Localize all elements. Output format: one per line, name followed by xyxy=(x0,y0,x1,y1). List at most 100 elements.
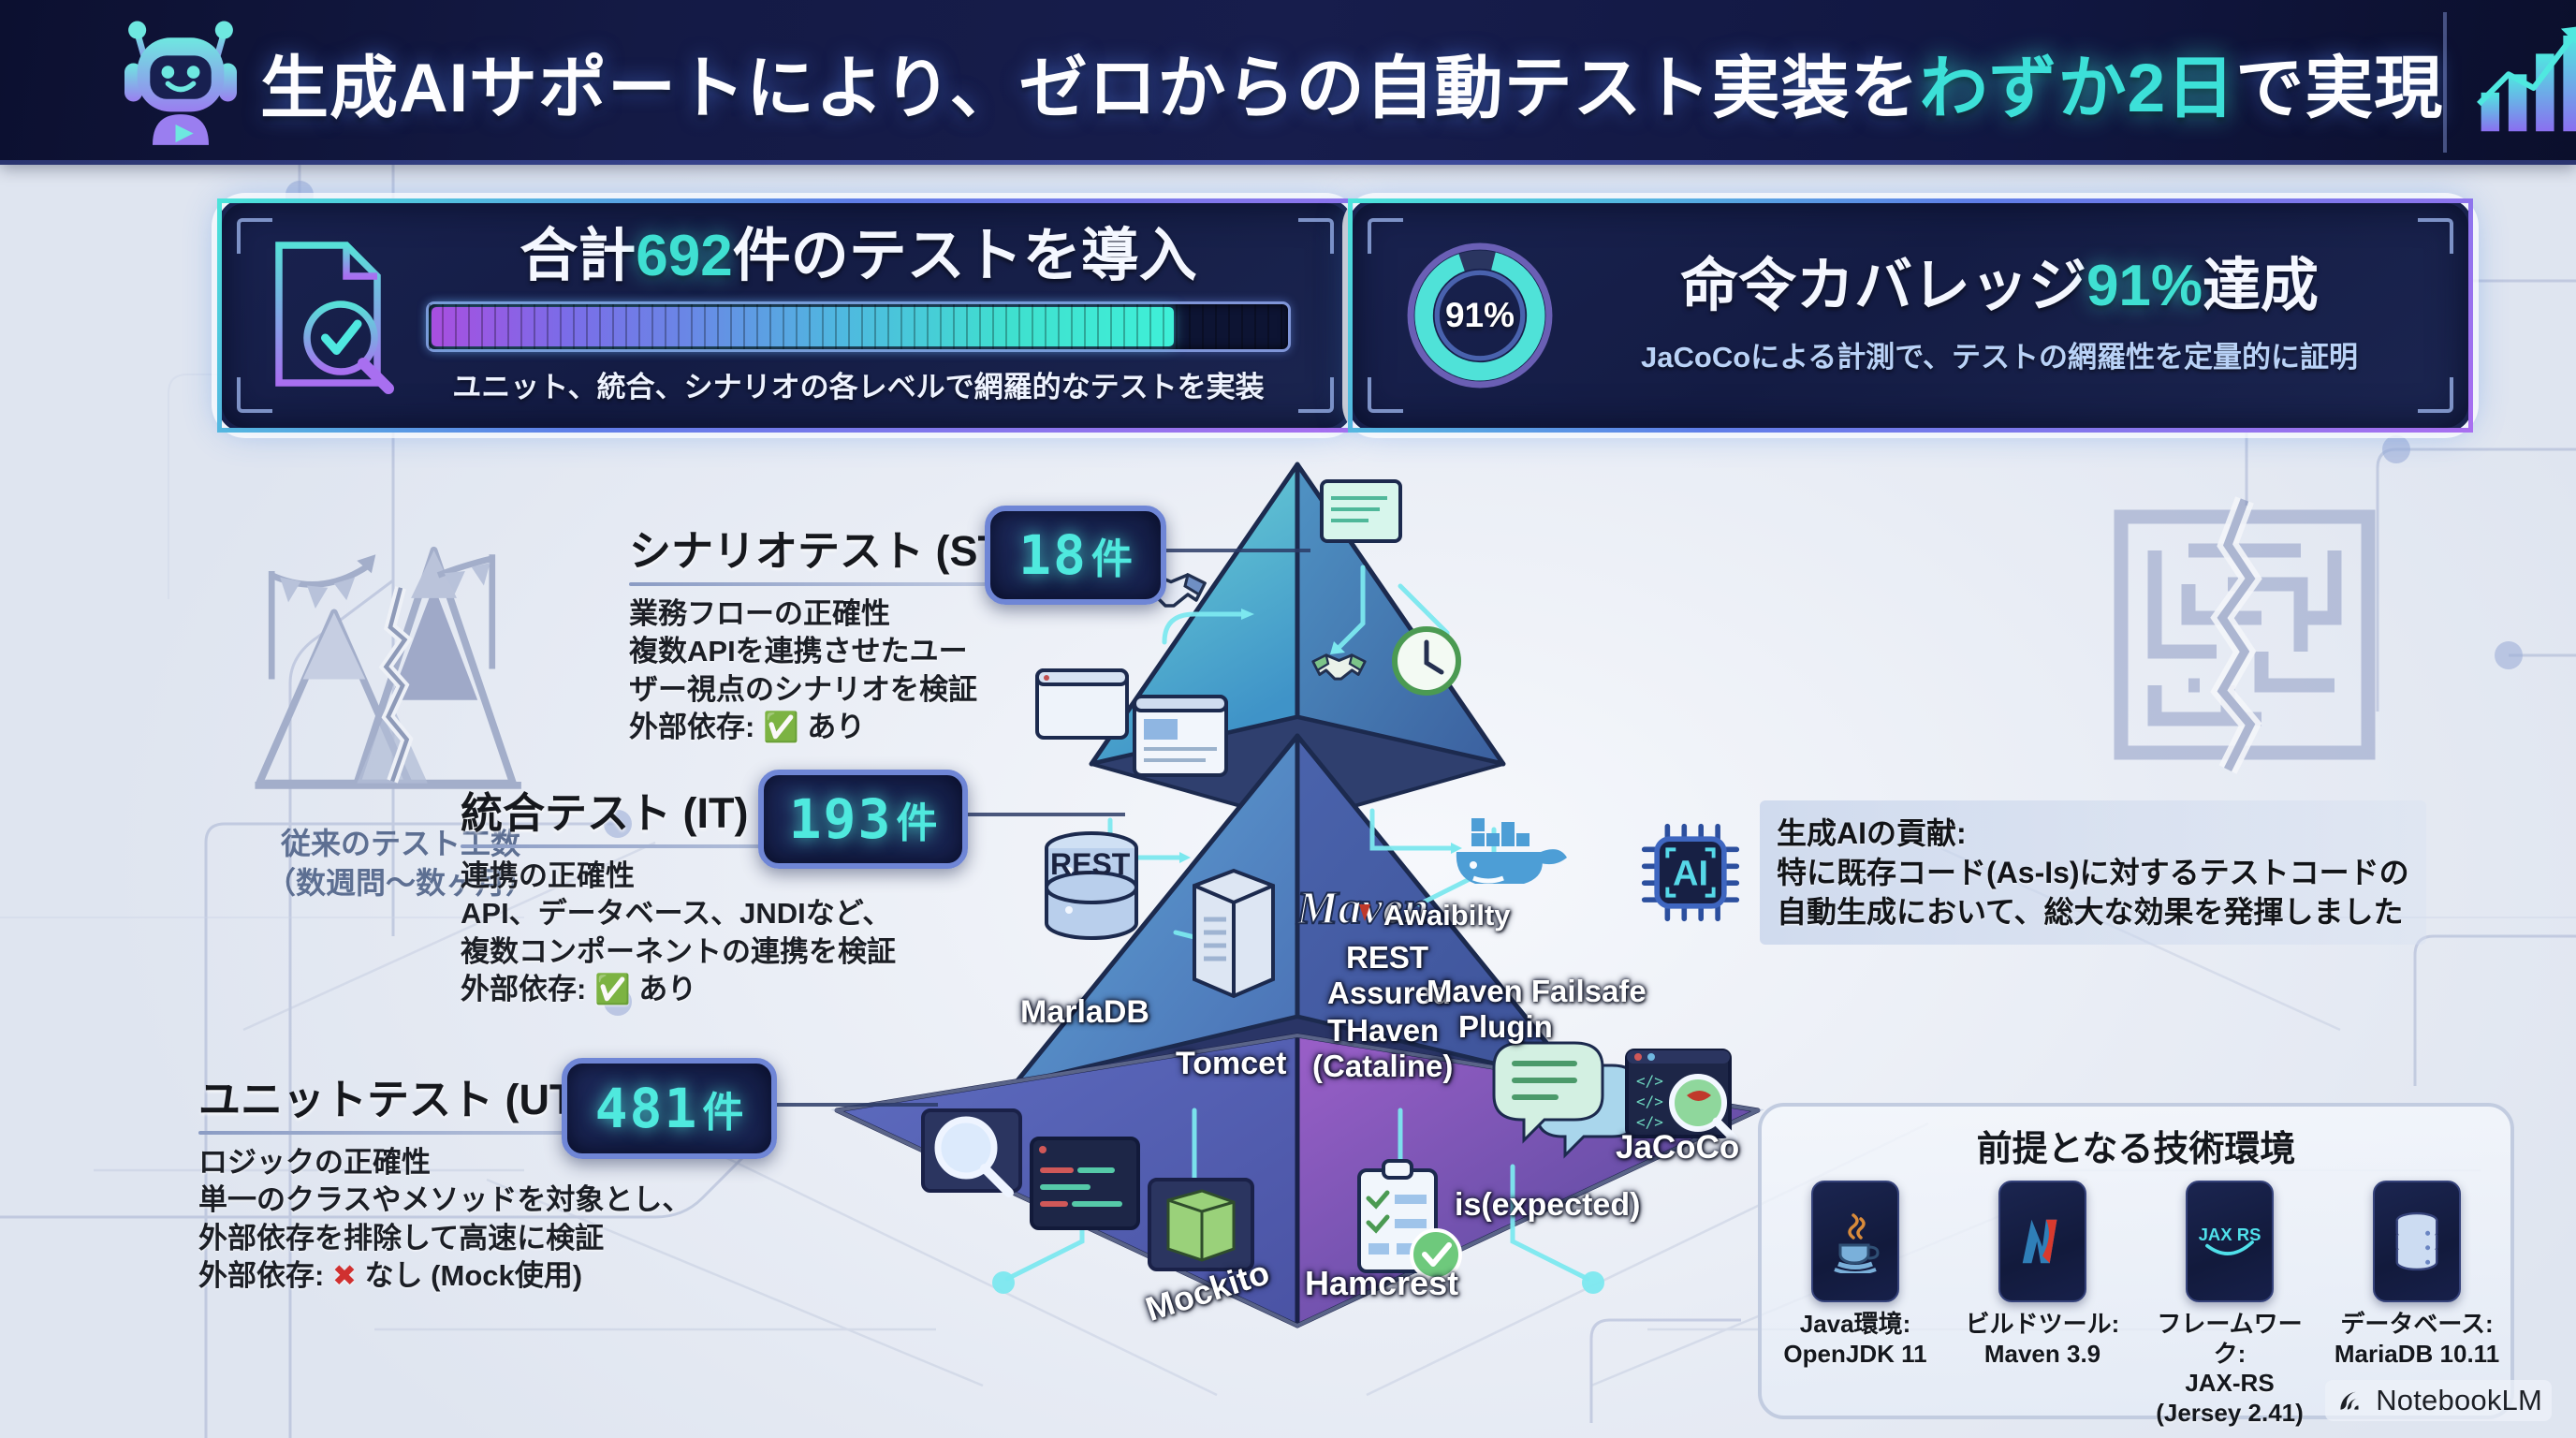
layer-body: 業務フローの正確性 複数APIを連携させたユー ザー視点のシナリオを検証 外部依… xyxy=(629,595,1032,746)
title-pre: 生成AIサポートにより、ゼロからの自動テスト実装を xyxy=(260,51,1920,126)
body-line: 業務フローの正確性 xyxy=(629,597,890,630)
body-line: 外部依存を排除して高速に検証 xyxy=(198,1221,605,1255)
total-tests-title: 合計692件のテストを導入 xyxy=(409,226,1308,286)
count-value: 481 xyxy=(594,1077,699,1140)
dependency-mark-icon: ✅ xyxy=(762,710,799,743)
tests-progress-bar xyxy=(426,301,1291,353)
heading-rule xyxy=(461,844,910,848)
dependency-value: なし (Mock使用) xyxy=(364,1258,583,1292)
layer-body: ロジックの正確性 単一のクラスやメソッドを対象とし、 外部依存を排除して高速に検… xyxy=(198,1144,692,1295)
title-post: で実現 xyxy=(2235,51,2444,126)
browser-window-icon xyxy=(1133,695,1228,777)
total-tests-subtitle: ユニット、統合、シナリオの各レベルで網羅的なテストを実装 xyxy=(452,371,1265,404)
total-tests-value: 692 xyxy=(636,223,733,288)
speech-bubbles-icon xyxy=(1492,1041,1640,1159)
ai-note-line2: 特に既存コード(As-Is)に対するテストコードの xyxy=(1777,855,2409,889)
body-line: 複数コンポーネントの連携を検証 xyxy=(461,934,896,968)
label-line2: Maven 3.9 xyxy=(1983,1339,2101,1368)
tech-item-label: Java環境: OpenJDK 11 xyxy=(1770,1310,1940,1369)
label-line2: MariaDB 10.11 xyxy=(2334,1339,2500,1368)
label-line2: JAX-RS xyxy=(2185,1369,2275,1398)
notebooklm-watermark: NotebookLM xyxy=(2325,1380,2552,1421)
tech-item-label: ビルドツール: Maven 3.9 xyxy=(1957,1310,2128,1369)
code-coverage-icon: </> </> </> xyxy=(1625,1049,1738,1143)
ai-chip-icon: AI xyxy=(1641,823,1740,922)
label-line1: フレームワーク: xyxy=(2157,1310,2303,1368)
svg-text:</>: </> xyxy=(1636,1093,1663,1110)
title-suffix: 件のテストを導入 xyxy=(732,223,1197,288)
tech-item-database: データベース: MariaDB 10.11 xyxy=(2332,1181,2502,1429)
ai-note-line1: 生成AIの貢献: xyxy=(1777,815,1967,850)
layer-info-scenario: シナリオテスト (ST) 業務フローの正確性 複数APIを連携させたユー ザー視… xyxy=(629,517,1032,746)
code-editor-icon xyxy=(1030,1137,1140,1230)
document-magnifier-check-icon xyxy=(275,242,394,394)
clock-icon xyxy=(1392,626,1461,696)
maven-m-icon xyxy=(1998,1181,2086,1302)
dependency-line: 外部依存: ✅ あり xyxy=(629,709,1032,746)
jaxrs-icon: JAX RS xyxy=(2186,1181,2274,1302)
label-line1: データベース: xyxy=(2340,1310,2494,1338)
count-unit: 件 xyxy=(896,800,938,847)
svg-text:AI: AI xyxy=(1673,854,1708,893)
corner-bracket xyxy=(1368,377,1403,413)
document-icon xyxy=(1320,479,1402,543)
tech-item-label: フレームワーク: JAX-RS (Jersey 2.41) xyxy=(2144,1310,2315,1429)
label-line1: ビルドツール: xyxy=(1965,1310,2120,1338)
count-unit: 件 xyxy=(1090,536,1133,583)
body-line: ザー視点のシナリオを検証 xyxy=(629,672,977,706)
dependency-line: 外部依存: ✖ なし (Mock使用) xyxy=(198,1257,685,1295)
label-line1: Java環境: xyxy=(1799,1310,1911,1338)
growth-chart-icon xyxy=(2443,12,2576,153)
svg-text:</>: </> xyxy=(1636,1113,1663,1131)
database-icon xyxy=(2373,1181,2461,1302)
body-line: 単一のクラスやメソッドを対象とし、 xyxy=(198,1183,692,1217)
label-line3: (Jersey 2.41) xyxy=(2156,1399,2304,1428)
dependency-label: 外部依存: xyxy=(629,710,755,743)
count-unit: 件 xyxy=(702,1089,744,1137)
database-cylinder-icon xyxy=(1045,831,1138,940)
dependency-mark-icon: ✅ xyxy=(593,972,631,1005)
corner-bracket xyxy=(2418,377,2453,413)
stat-card-coverage: 91% 命令カバレッジ91%達成 JaCoCoによる計測で、テストの網羅性を定量… xyxy=(1348,198,2473,433)
tech-environment-panel: 前提となる技術環境 Java環境: OpenJDK xyxy=(1758,1103,2514,1427)
maven-wordmark: Maven xyxy=(1295,880,1430,934)
java-coffee-icon xyxy=(1811,1181,1899,1302)
green-box-icon xyxy=(1148,1178,1254,1271)
server-rack-icon xyxy=(1193,868,1275,999)
cracked-maze-icon xyxy=(2114,496,2376,774)
svg-text:</>: </> xyxy=(1636,1072,1663,1090)
title-accent: わずか2日 xyxy=(1919,51,2236,126)
body-line: API、データベース、JNDIなど、 xyxy=(461,897,892,931)
layer-body: 連携の正確性 API、データベース、JNDIなど、 複数コンポーネントの連携を検… xyxy=(461,858,910,1008)
tech-item-framework: JAX RS フレームワーク: JAX-RS (Jersey 2.41) xyxy=(2144,1181,2315,1429)
ai-contribution-note: AI 生成AIの貢献: 特に既存コード(As-Is)に対するテストコードの 自動… xyxy=(1638,779,2481,966)
tech-item-maven: ビルドツール: Maven 3.9 xyxy=(1957,1181,2128,1429)
notebooklm-icon xyxy=(2340,1391,2359,1410)
coverage-title: 命令カバレッジ91%達成 xyxy=(1572,256,2427,316)
donut-gauge-icon: 91% xyxy=(1398,233,1562,398)
watermark-text: NotebookLM xyxy=(2376,1384,2542,1416)
browser-window-icon xyxy=(1035,668,1129,740)
leader-line xyxy=(951,813,1125,816)
coverage-value: 91% xyxy=(2086,253,2203,318)
corner-bracket xyxy=(237,377,272,413)
body-line: 複数APIを連携させたユー xyxy=(629,635,968,668)
stat-card-total-tests: 合計692件のテストを導入 ユニット、統合、シナリオの各レベルで網羅的なテストを… xyxy=(217,198,1354,433)
robot-assistant-icon xyxy=(101,12,260,153)
corner-bracket xyxy=(1298,218,1334,254)
tech-item-label: データベース: MariaDB 10.11 xyxy=(2332,1310,2502,1369)
coverage-gauge-value: 91% xyxy=(1444,296,1515,334)
docker-whale-icon xyxy=(1456,818,1567,884)
progress-ticks xyxy=(429,304,1288,350)
stat-card-body: 合計692件のテストを導入 ユニット、統合、シナリオの各レベルで網羅的なテストを… xyxy=(400,226,1325,405)
dependency-value: あり xyxy=(638,972,697,1005)
leader-line xyxy=(1149,549,1310,552)
dependency-label: 外部依存: xyxy=(198,1258,325,1292)
title-prefix: 命令カバレッジ xyxy=(1679,253,2086,318)
layer-heading: シナリオテスト (ST) xyxy=(629,527,1017,575)
count-value: 18 xyxy=(1018,523,1088,587)
